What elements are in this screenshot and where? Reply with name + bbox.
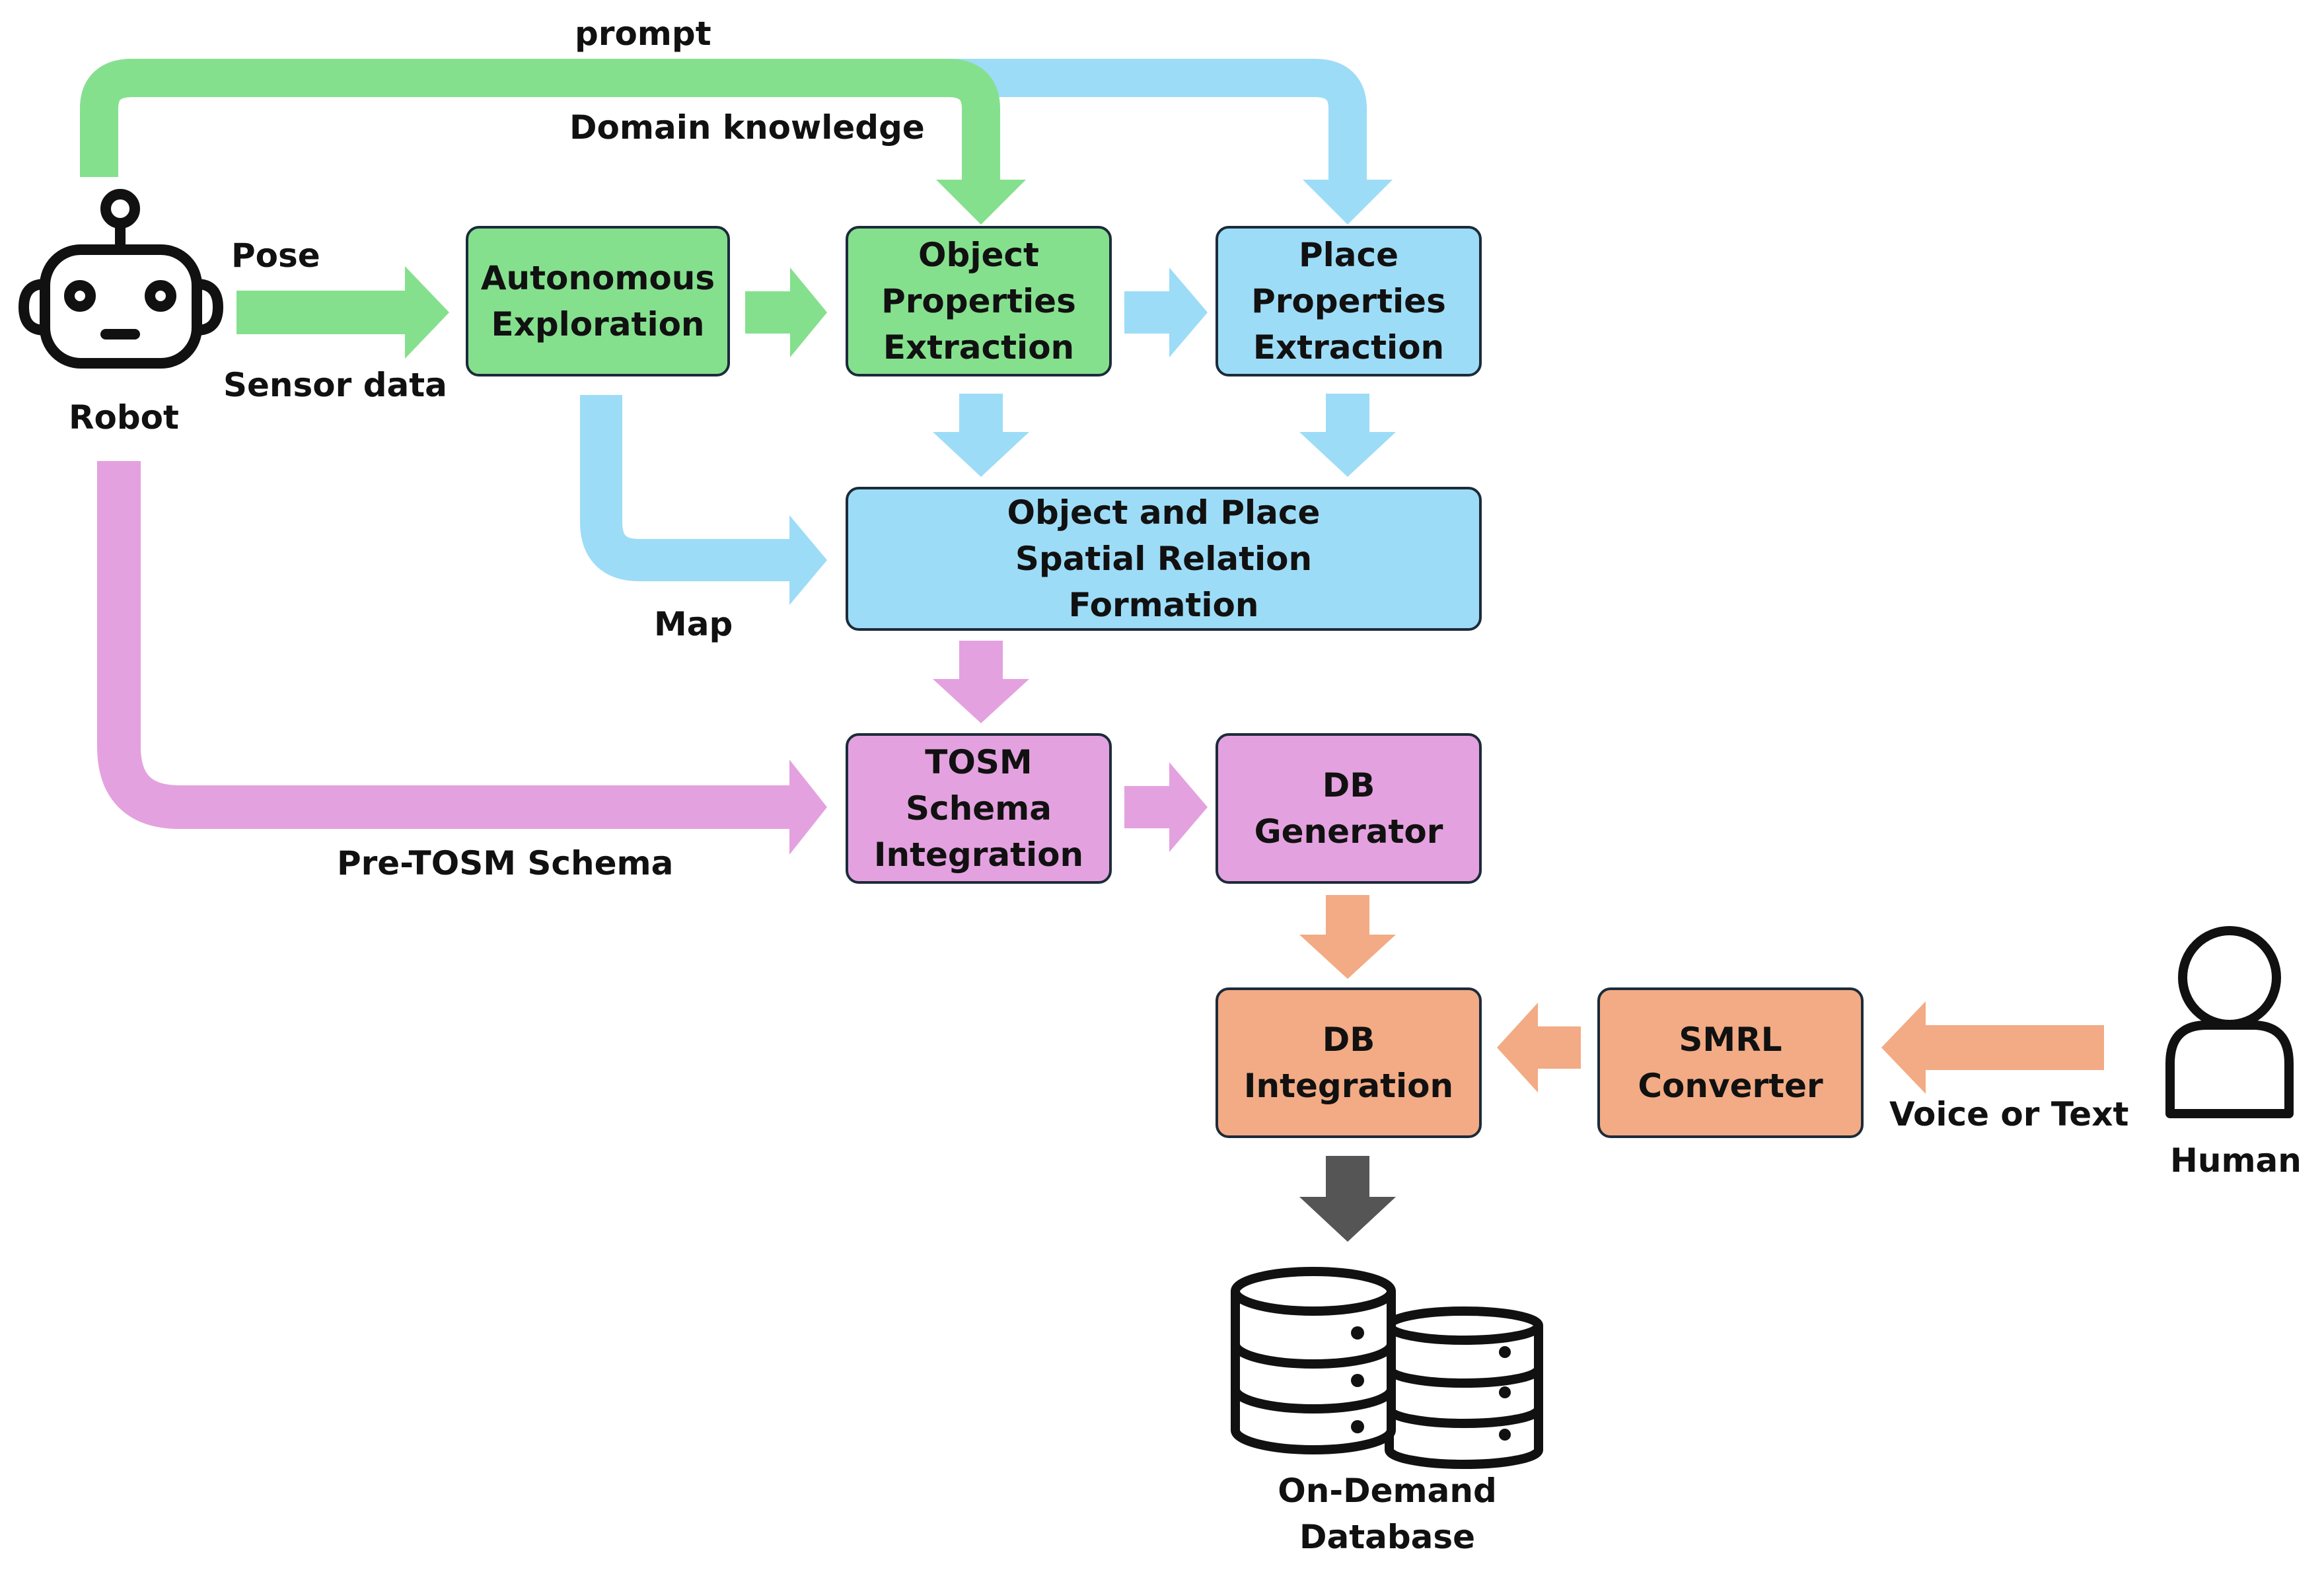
arrow-smrl-to-dbint [1538, 1026, 1581, 1069]
label-voice-or-text: Voice or Text [1889, 1095, 2129, 1133]
label-robot: Robot [69, 398, 179, 437]
box-db-integration: DB Integration [1216, 987, 1482, 1138]
arrow-object-to-place [1124, 291, 1169, 334]
label-sensor-data: Sensor data [223, 366, 447, 404]
arrow-prompt-to-object [80, 59, 1000, 180]
arrowhead-pose [405, 266, 449, 359]
arrowhead-dbgen-down [1299, 935, 1396, 979]
arrow-pose-shaft [236, 291, 405, 334]
box-place-properties-extraction: Place Properties Extraction [1216, 226, 1482, 376]
arrowhead-to-object [936, 180, 1026, 225]
label-on-demand-database: On-Demand Database [1278, 1472, 1497, 1556]
box-autonomous-exploration: Autonomous Exploration [466, 226, 730, 376]
arrowhead-smrl-to-dbint [1497, 1003, 1538, 1092]
arrow-dbgen-down [1326, 895, 1369, 935]
robot-icon [18, 189, 223, 369]
arrow-object-down [959, 394, 1003, 432]
label-prompt: prompt [575, 15, 711, 53]
arrowhead-map [789, 515, 827, 605]
box-spatial-relation-formation: Object and Place Spatial Relation Format… [846, 487, 1482, 631]
arrowhead-object-to-place [1169, 268, 1208, 357]
box-smrl-converter: SMRL Converter [1597, 987, 1864, 1138]
box-object-properties-extraction: Object Properties Extraction [846, 226, 1112, 376]
arrowhead-human-to-smrl [1881, 1001, 1926, 1094]
arrow-tosm-to-dbgen [1124, 786, 1169, 828]
label-pre-tosm-schema: Pre-TOSM Schema [337, 844, 674, 882]
arrowhead-object-down [933, 432, 1029, 477]
arrow-exploration-to-object [745, 291, 790, 334]
arrowhead-dbint-down [1299, 1197, 1396, 1242]
database-icon [1231, 1267, 1543, 1469]
arrow-place-down [1326, 394, 1369, 432]
label-pose: Pose [231, 236, 320, 275]
arrowhead-tosm-to-dbgen [1169, 762, 1208, 852]
box-tosm-schema-integration: TOSM Schema Integration [846, 733, 1112, 884]
box-db-generator: DB Generator [1216, 733, 1482, 884]
arrow-spatial-down [959, 641, 1003, 679]
arrowhead-to-place [1303, 180, 1393, 225]
arrow-human-to-smrl [1926, 1025, 2104, 1070]
arrow-pre-tosm [97, 461, 789, 829]
arrow-dbint-down [1326, 1156, 1369, 1197]
arrowhead-exploration-to-object [790, 268, 827, 357]
label-map: Map [654, 605, 733, 643]
label-domain-knowledge: Domain knowledge [569, 108, 925, 147]
label-human: Human [2170, 1141, 2302, 1180]
arrowhead-place-down [1299, 432, 1396, 477]
arrow-map [580, 395, 789, 581]
arrowhead-pre-tosm [789, 760, 827, 855]
arrowhead-spatial-down [933, 679, 1029, 723]
person-icon [2165, 926, 2294, 1118]
